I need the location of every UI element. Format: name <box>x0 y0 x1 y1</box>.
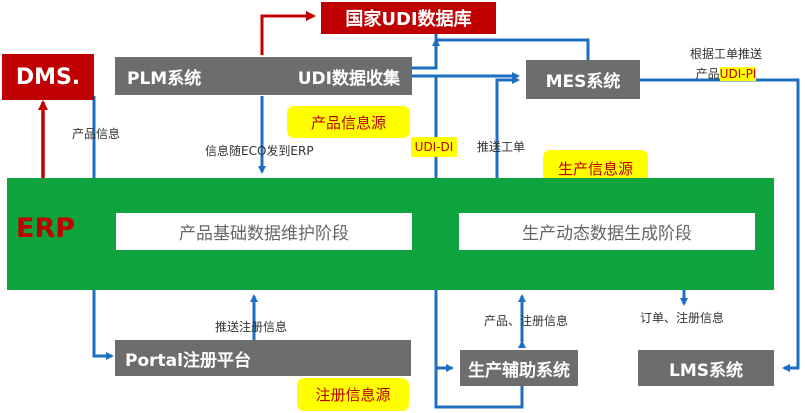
national-udi-database: 国家UDI数据库 <box>321 2 496 34</box>
plm-label: PLM系统 <box>127 68 202 89</box>
dms-system: DMS. <box>2 54 94 100</box>
production-aux-system: 生产辅助系统 <box>460 350 578 386</box>
udi-di-tag: UDI-DI <box>411 137 457 157</box>
erp-to-mes-arrow <box>495 76 520 178</box>
order-register-label: 订单、注册信息 <box>640 311 725 325</box>
lms-label: LMS系统 <box>669 360 743 381</box>
mes-feedback-line <box>436 38 590 60</box>
udi-collect-label: UDI数据收集 <box>297 68 400 89</box>
product-register-label: 产品、注册信息 <box>484 314 569 328</box>
stage-production-data: 生产动态数据生成阶段 <box>459 213 755 250</box>
product-source-tag: 产品信息源 <box>287 106 410 138</box>
mes-to-lms-arrow <box>640 78 800 372</box>
mes-system: MES系统 <box>526 60 640 99</box>
register-source-tag: 注册信息源 <box>297 378 409 411</box>
mes-push-label: 根据工单推送 产品UDI-PI <box>690 44 762 84</box>
lms-system: LMS系统 <box>638 350 774 386</box>
aux-bottom-loop <box>434 368 524 409</box>
national-udi-database-label: 国家UDI数据库 <box>345 9 472 30</box>
aux-label: 生产辅助系统 <box>468 360 570 381</box>
dms-label: DMS. <box>15 64 81 90</box>
product-info-label: 产品信息 <box>72 127 121 141</box>
plm-system: PLM系统 UDI数据收集 <box>115 57 412 95</box>
plm-to-udi-db-arrow <box>260 11 316 55</box>
udi-pi-highlight: UDI-PI <box>719 67 757 81</box>
portal-label: Portal注册平台 <box>125 350 251 371</box>
mes-push-line1: 根据工单推送 <box>690 47 763 61</box>
stage-product-data: 产品基础数据维护阶段 <box>116 213 412 250</box>
eco-to-erp-label: 信息随ECO发到ERP <box>205 144 314 158</box>
portal-register-platform: Portal注册平台 <box>115 340 411 376</box>
push-order-label: 推送工单 <box>477 140 526 154</box>
mes-push-line2: 产品UDI-PI <box>690 64 762 84</box>
mes-push-prefix: 产品 <box>695 67 720 81</box>
push-register-label: 推送注册信息 <box>215 320 288 334</box>
mes-label: MES系统 <box>545 72 621 92</box>
collect-to-udi-db-arrow <box>412 30 438 70</box>
erp-label: ERP <box>16 213 76 244</box>
